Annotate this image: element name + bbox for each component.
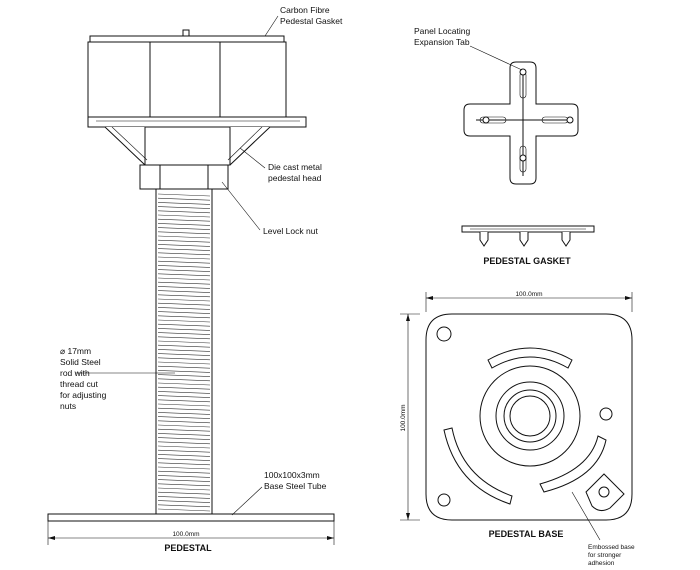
tab-hole bbox=[598, 486, 610, 498]
pedestal-head-body bbox=[87, 41, 287, 118]
gasket-pin bbox=[182, 29, 190, 37]
tab-label-line1: Panel Locating bbox=[414, 26, 471, 36]
pedestal-width-dimension: 100.0mm bbox=[172, 531, 199, 538]
gasket-tab bbox=[519, 232, 529, 247]
gasket-cross-plate bbox=[463, 61, 579, 185]
embossed-label-line3: adhesion bbox=[588, 560, 615, 567]
embossed-arc bbox=[487, 347, 573, 369]
rod-socket bbox=[509, 395, 551, 437]
mounting-hole bbox=[437, 493, 451, 507]
embossed-label-line1: Embossed base bbox=[588, 544, 635, 551]
gasket-top-view: Panel Locating Expansion Tab PEDESTAL GA… bbox=[414, 26, 595, 266]
rod-threads bbox=[157, 193, 211, 512]
central-boss-inner bbox=[503, 389, 557, 443]
base-steel-tube bbox=[47, 513, 335, 522]
gasket-label-line1: Carbon Fibre bbox=[280, 5, 330, 15]
mounting-hole bbox=[599, 407, 613, 421]
gasket-tab bbox=[561, 232, 571, 247]
rod-label-line6: nuts bbox=[60, 401, 76, 411]
embossed-label-line2: for stronger bbox=[588, 552, 622, 559]
embossed-tab bbox=[585, 473, 625, 512]
expansion-tab-slot bbox=[479, 116, 507, 124]
mounting-hole bbox=[436, 326, 452, 342]
base-plan-view: 100.0mm 100.0mm PEDESTAL BASE Embossed b… bbox=[400, 291, 635, 567]
rod-label-line1: ⌀ 17mm bbox=[60, 346, 91, 356]
rod-label-line5: for adjusting bbox=[60, 390, 107, 400]
rod-label-line3: rod with bbox=[60, 368, 90, 378]
embossed-arc bbox=[443, 427, 513, 505]
central-boss-outer bbox=[479, 365, 581, 467]
pedestal-flange bbox=[87, 116, 307, 128]
nut-label: Level Lock nut bbox=[263, 226, 318, 236]
base-title: PEDESTAL BASE bbox=[489, 529, 564, 539]
level-lock-nut bbox=[139, 164, 229, 190]
pedestal-side-view: 100.0mm PEDESTAL Carbon Fibre Pedestal G… bbox=[47, 5, 343, 553]
die-cast-cone bbox=[104, 126, 271, 166]
embossed-arc bbox=[539, 435, 607, 493]
tube-label-line2: Base Steel Tube bbox=[264, 481, 327, 491]
base-width-dimension: 100.0mm bbox=[515, 291, 542, 298]
head-label-line1: Die cast metal bbox=[268, 162, 322, 172]
carbon-fibre-gasket bbox=[89, 35, 285, 43]
pedestal-title: PEDESTAL bbox=[164, 543, 212, 553]
rod-label-line2: Solid Steel bbox=[60, 357, 101, 367]
gasket-title: PEDESTAL GASKET bbox=[483, 256, 571, 266]
gasket-label-line2: Pedestal Gasket bbox=[280, 16, 343, 26]
gasket-tab bbox=[479, 232, 489, 247]
tube-label-line1: 100x100x3mm bbox=[264, 470, 320, 480]
tab-label-line2: Expansion Tab bbox=[414, 37, 470, 47]
rod-label-line4: thread cut bbox=[60, 379, 98, 389]
central-boss-mid bbox=[495, 381, 565, 451]
head-label-line2: pedestal head bbox=[268, 173, 322, 183]
base-height-dimension: 100.0mm bbox=[400, 404, 407, 431]
